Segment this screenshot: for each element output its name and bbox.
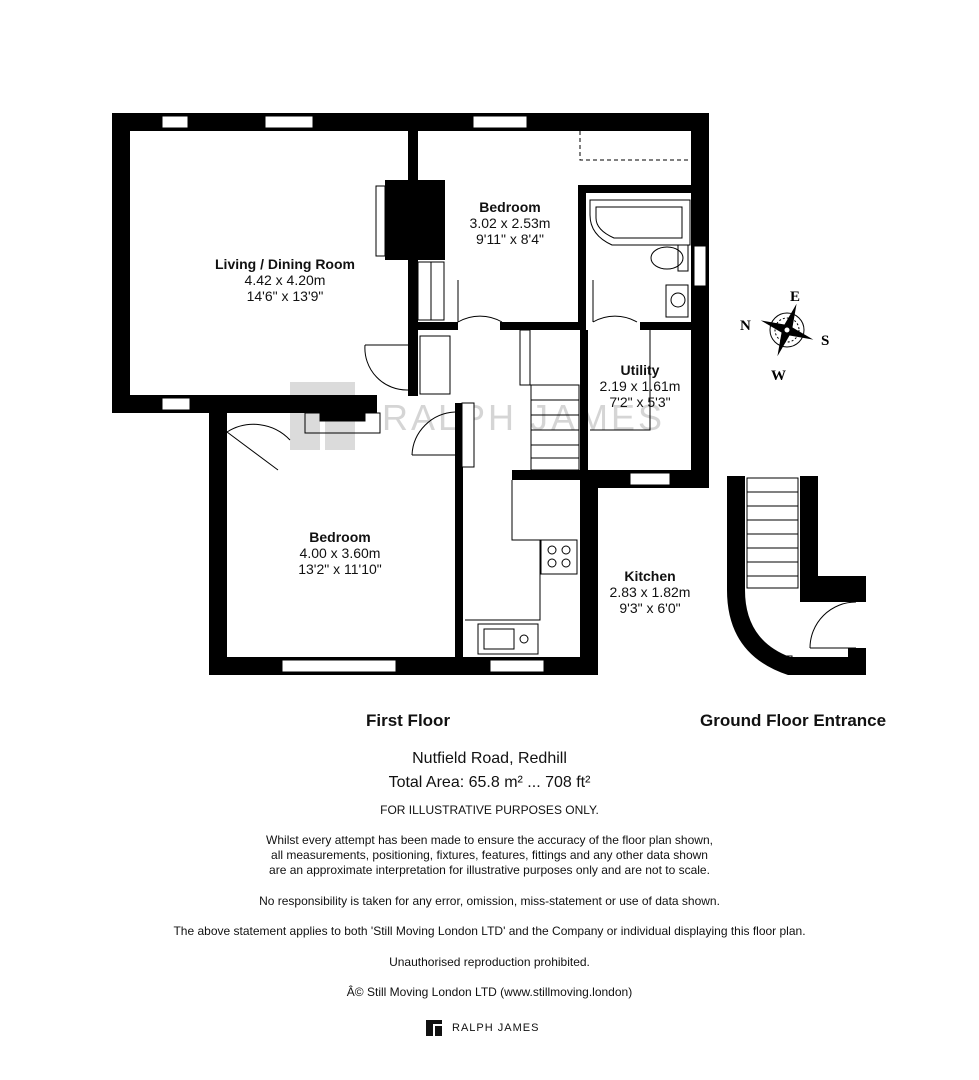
floor-title-first: First Floor [366, 711, 451, 730]
room-name: Living / Dining Room [215, 256, 355, 272]
total-area: Total Area: 65.8 m² ... 708 ft² [388, 774, 591, 791]
compass-n: N [740, 318, 751, 334]
disclaimer-illustrative: FOR ILLUSTRATIVE PURPOSES ONLY. [380, 803, 599, 817]
disclaimer-line3: are an approximate interpretation for il… [269, 863, 710, 877]
room-imperial: 9'11" x 8'4" [476, 231, 544, 247]
room-utility: Utility 2.19 x 1.61m 7'2" x 5'3" [585, 362, 695, 410]
compass-icon: E N S W [740, 289, 829, 384]
room-imperial: 9'3" x 6'0" [619, 600, 681, 616]
disclaimer-reproduction: Unauthorised reproduction prohibited. [389, 955, 590, 969]
watermark-text: RALPH JAMES [382, 397, 665, 438]
compass-s: S [821, 333, 829, 349]
disclaimer-responsibility: No responsibility is taken for any error… [259, 894, 720, 908]
room-name: Kitchen [624, 568, 676, 584]
brand-name: RALPH JAMES [452, 1022, 540, 1034]
compass-e: E [790, 289, 800, 305]
room-imperial: 7'2" x 5'3" [609, 394, 671, 410]
room-metric: 2.83 x 1.82m [609, 584, 691, 600]
room-imperial: 14'6" x 13'9" [246, 288, 324, 304]
brand-logo: RALPH JAMES [424, 1018, 539, 1038]
disclaimer-line2: all measurements, positioning, fixtures,… [271, 848, 708, 862]
disclaimer-applies: The above statement applies to both 'Sti… [173, 924, 806, 938]
room-name: Bedroom [309, 529, 371, 545]
room-kitchen: Kitchen 2.83 x 1.82m 9'3" x 6'0" [595, 568, 705, 616]
windows [161, 115, 707, 673]
compass-w: W [771, 368, 786, 384]
room-name: Utility [620, 362, 660, 378]
room-metric: 3.02 x 2.53m [469, 215, 551, 231]
room-metric: 2.19 x 1.61m [599, 378, 681, 394]
room-metric: 4.00 x 3.60m [299, 545, 381, 561]
ralph-james-logo-icon [426, 1020, 442, 1036]
disclaimer-copyright: Â© Still Moving London LTD (www.stillmov… [346, 985, 633, 999]
room-living: Living / Dining Room 4.42 x 4.20m 14'6" … [190, 256, 380, 304]
room-imperial: 13'2" x 11'10" [298, 561, 382, 577]
disclaimer-line1: Whilst every attempt has been made to en… [266, 833, 713, 847]
fixtures [226, 131, 691, 655]
room-bedroom-top: Bedroom 3.02 x 2.53m 9'11" x 8'4" [450, 199, 570, 247]
ground-floor-walls [727, 476, 866, 675]
room-name: Bedroom [479, 199, 541, 215]
room-metric: 4.42 x 4.20m [244, 272, 326, 288]
address: Nutfield Road, Redhill [412, 750, 567, 767]
room-bedroom-main: Bedroom 4.00 x 3.60m 13'2" x 11'10" [270, 529, 410, 577]
floor-title-ground: Ground Floor Entrance [700, 711, 887, 730]
